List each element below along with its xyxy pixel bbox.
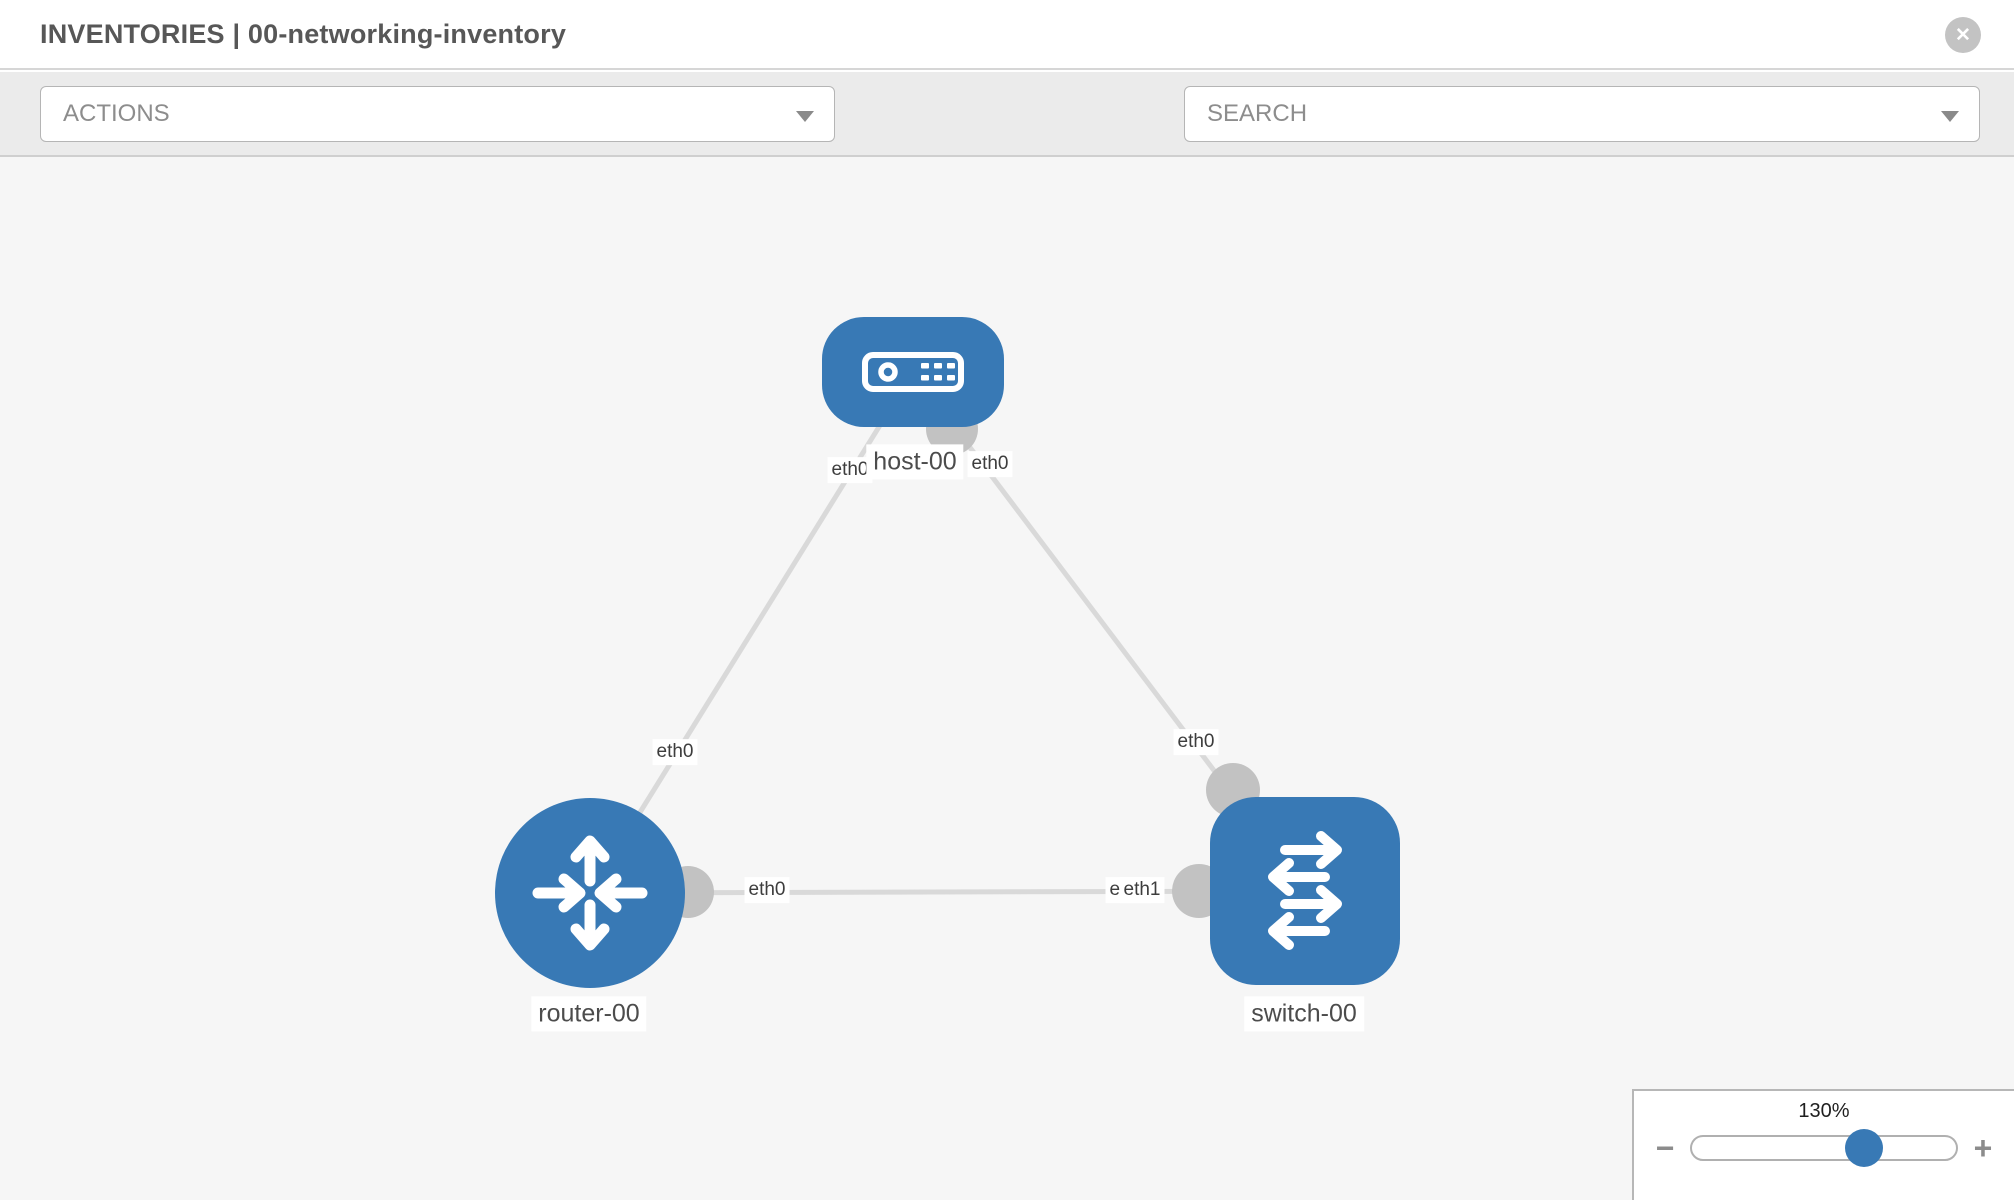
- close-icon: ✕: [1955, 24, 1971, 46]
- zoom-slider[interactable]: [1690, 1129, 1958, 1167]
- actions-dropdown[interactable]: ACTIONS: [40, 86, 835, 142]
- header: INVENTORIES | 00-networking-inventory ✕: [0, 0, 2014, 70]
- chevron-down-icon: [1941, 111, 1959, 122]
- node-label-router-00[interactable]: router-00: [531, 996, 647, 1032]
- zoom-out-button[interactable]: −: [1655, 1130, 1675, 1166]
- node-host-00[interactable]: [822, 317, 1004, 427]
- zoom-level: 130%: [1798, 1100, 1850, 1122]
- node-switch-00[interactable]: [1210, 797, 1400, 985]
- node-label-host-00[interactable]: host-00: [866, 444, 964, 480]
- zoom-in-button[interactable]: +: [1973, 1130, 1993, 1166]
- search-dropdown-label: SEARCH: [1207, 100, 1308, 127]
- node-router-00[interactable]: [495, 798, 685, 988]
- zoom-panel: 130% − +: [1632, 1089, 2014, 1200]
- search-dropdown[interactable]: SEARCH: [1184, 86, 1980, 142]
- topology-graph: [495, 317, 1400, 988]
- switch-icon: [1268, 831, 1342, 950]
- zoom-slider-handle[interactable]: [1844, 1129, 1883, 1167]
- host-icon: [862, 352, 964, 392]
- page-title: INVENTORIES | 00-networking-inventory: [40, 18, 567, 49]
- toolbar: ACTIONS SEARCH: [0, 72, 2014, 205]
- actions-dropdown-label: ACTIONS: [63, 100, 170, 127]
- chevron-down-icon: [796, 111, 814, 122]
- node-label-switch-00[interactable]: switch-00: [1244, 996, 1364, 1032]
- router-icon: [532, 835, 648, 951]
- close-button[interactable]: ✕: [1945, 17, 1981, 53]
